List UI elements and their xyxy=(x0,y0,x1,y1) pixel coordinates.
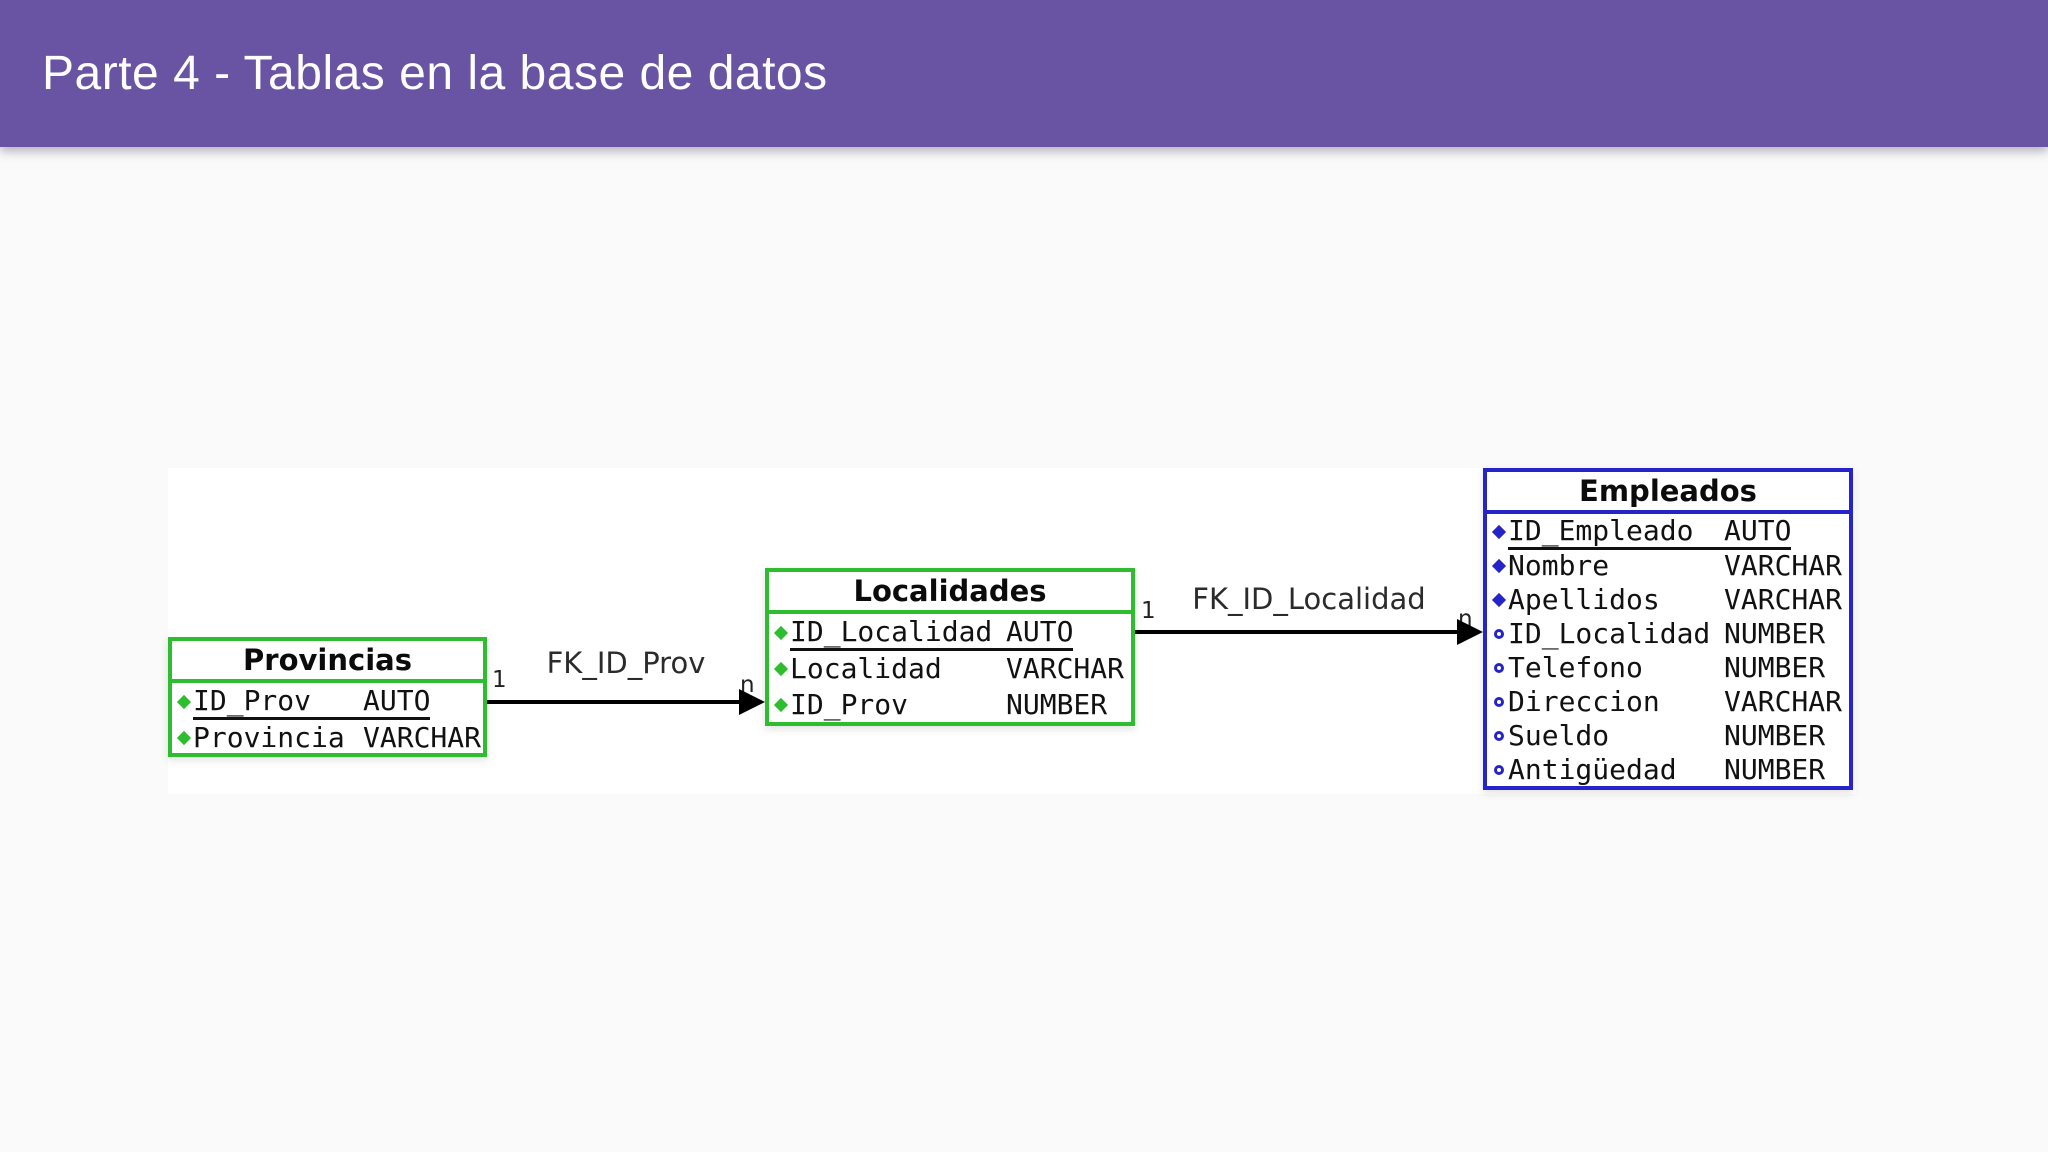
field-name: Direccion xyxy=(1508,685,1660,718)
nullable-circle-icon xyxy=(1494,731,1504,741)
field-type: VARCHAR xyxy=(363,721,482,754)
field-type: NUMBER xyxy=(1724,753,1826,786)
table-title: Empleados xyxy=(1579,474,1757,508)
field-name: Apellidos xyxy=(1508,583,1660,616)
field-row: ID_Localidad AUTO xyxy=(769,615,1131,651)
field-row: Direccion VARCHAR xyxy=(1487,685,1849,719)
required-diamond-icon xyxy=(773,625,789,641)
nullable-circle-icon xyxy=(1494,663,1504,673)
relation-line xyxy=(1135,630,1459,634)
field-type: NUMBER xyxy=(1724,617,1826,650)
field-row: Provincia VARCHAR xyxy=(172,720,483,756)
table-header-separator xyxy=(769,610,1131,614)
field-name: ID_Localidad xyxy=(790,614,993,648)
field-row: Sueldo NUMBER xyxy=(1487,719,1849,753)
table-field-list: ID_Prov AUTO Provincia VARCHAR xyxy=(172,683,483,756)
field-row: Localidad VARCHAR xyxy=(769,651,1131,687)
field-name: Provincia xyxy=(193,721,345,754)
required-diamond-icon xyxy=(1491,558,1507,574)
required-diamond-icon xyxy=(773,661,789,677)
field-row: ID_Localidad NUMBER xyxy=(1487,617,1849,651)
field-type: AUTO xyxy=(1006,614,1074,648)
entity-table-provincias: Provincias ID_Prov AUTO Provincia VARCHAR xyxy=(168,637,487,757)
nullable-circle-icon xyxy=(1494,697,1504,707)
field-type: VARCHAR xyxy=(1006,652,1125,685)
relation-label-fk-id-prov: FK_ID_Prov xyxy=(546,646,706,680)
table-header-separator xyxy=(172,679,483,683)
field-row: ID_Prov AUTO xyxy=(172,684,483,720)
required-diamond-icon xyxy=(176,730,192,746)
field-row: Antigüedad NUMBER xyxy=(1487,753,1849,787)
field-name: Antigüedad xyxy=(1508,753,1677,786)
field-row: Telefono NUMBER xyxy=(1487,651,1849,685)
field-row: ID_Empleado AUTO xyxy=(1487,513,1849,550)
nullable-circle-icon xyxy=(1494,629,1504,639)
field-type: AUTO xyxy=(363,683,431,717)
field-row: Apellidos VARCHAR xyxy=(1487,583,1849,617)
field-name: Localidad xyxy=(790,652,942,685)
field-type: VARCHAR xyxy=(1724,685,1843,718)
field-row: ID_Prov NUMBER xyxy=(769,687,1131,723)
field-type: NUMBER xyxy=(1724,651,1826,684)
required-diamond-icon xyxy=(176,694,192,710)
arrowhead-icon xyxy=(1457,619,1483,645)
relation-label-fk-id-localidad: FK_ID_Localidad xyxy=(1192,582,1426,616)
field-name: ID_Empleado xyxy=(1508,513,1694,547)
field-name: Sueldo xyxy=(1508,719,1610,752)
required-diamond-icon xyxy=(773,697,789,713)
table-field-list: ID_Localidad AUTO Localidad VARCHAR ID_Prov N… xyxy=(769,614,1131,723)
field-row: Nombre VARCHAR xyxy=(1487,549,1849,583)
nullable-circle-icon xyxy=(1494,765,1504,775)
field-name: ID_Localidad xyxy=(1508,617,1711,650)
required-diamond-icon xyxy=(1491,592,1507,608)
field-name: Nombre xyxy=(1508,549,1610,582)
page-title: Parte 4 - Tablas en la base de datos xyxy=(42,47,828,100)
table-title: Localidades xyxy=(853,574,1047,608)
field-type: AUTO xyxy=(1724,513,1792,547)
cardinality-one: 1 xyxy=(1141,598,1156,624)
table-title: Provincias xyxy=(243,643,412,677)
cardinality-one: 1 xyxy=(492,667,507,693)
arrowhead-icon xyxy=(739,689,765,715)
table-header-separator xyxy=(1487,510,1849,514)
title-bar: Parte 4 - Tablas en la base de datos xyxy=(0,0,2048,147)
field-type: VARCHAR xyxy=(1724,549,1843,582)
field-type: NUMBER xyxy=(1724,719,1826,752)
entity-table-localidades: Localidades ID_Localidad AUTO Localidad VAR… xyxy=(765,568,1135,726)
field-type: VARCHAR xyxy=(1724,583,1843,616)
required-diamond-icon xyxy=(1491,524,1507,540)
relation-line xyxy=(487,700,741,704)
field-name: ID_Prov xyxy=(790,688,909,721)
field-type: NUMBER xyxy=(1006,688,1108,721)
field-name: Telefono xyxy=(1508,651,1643,684)
field-name: ID_Prov xyxy=(193,683,312,717)
